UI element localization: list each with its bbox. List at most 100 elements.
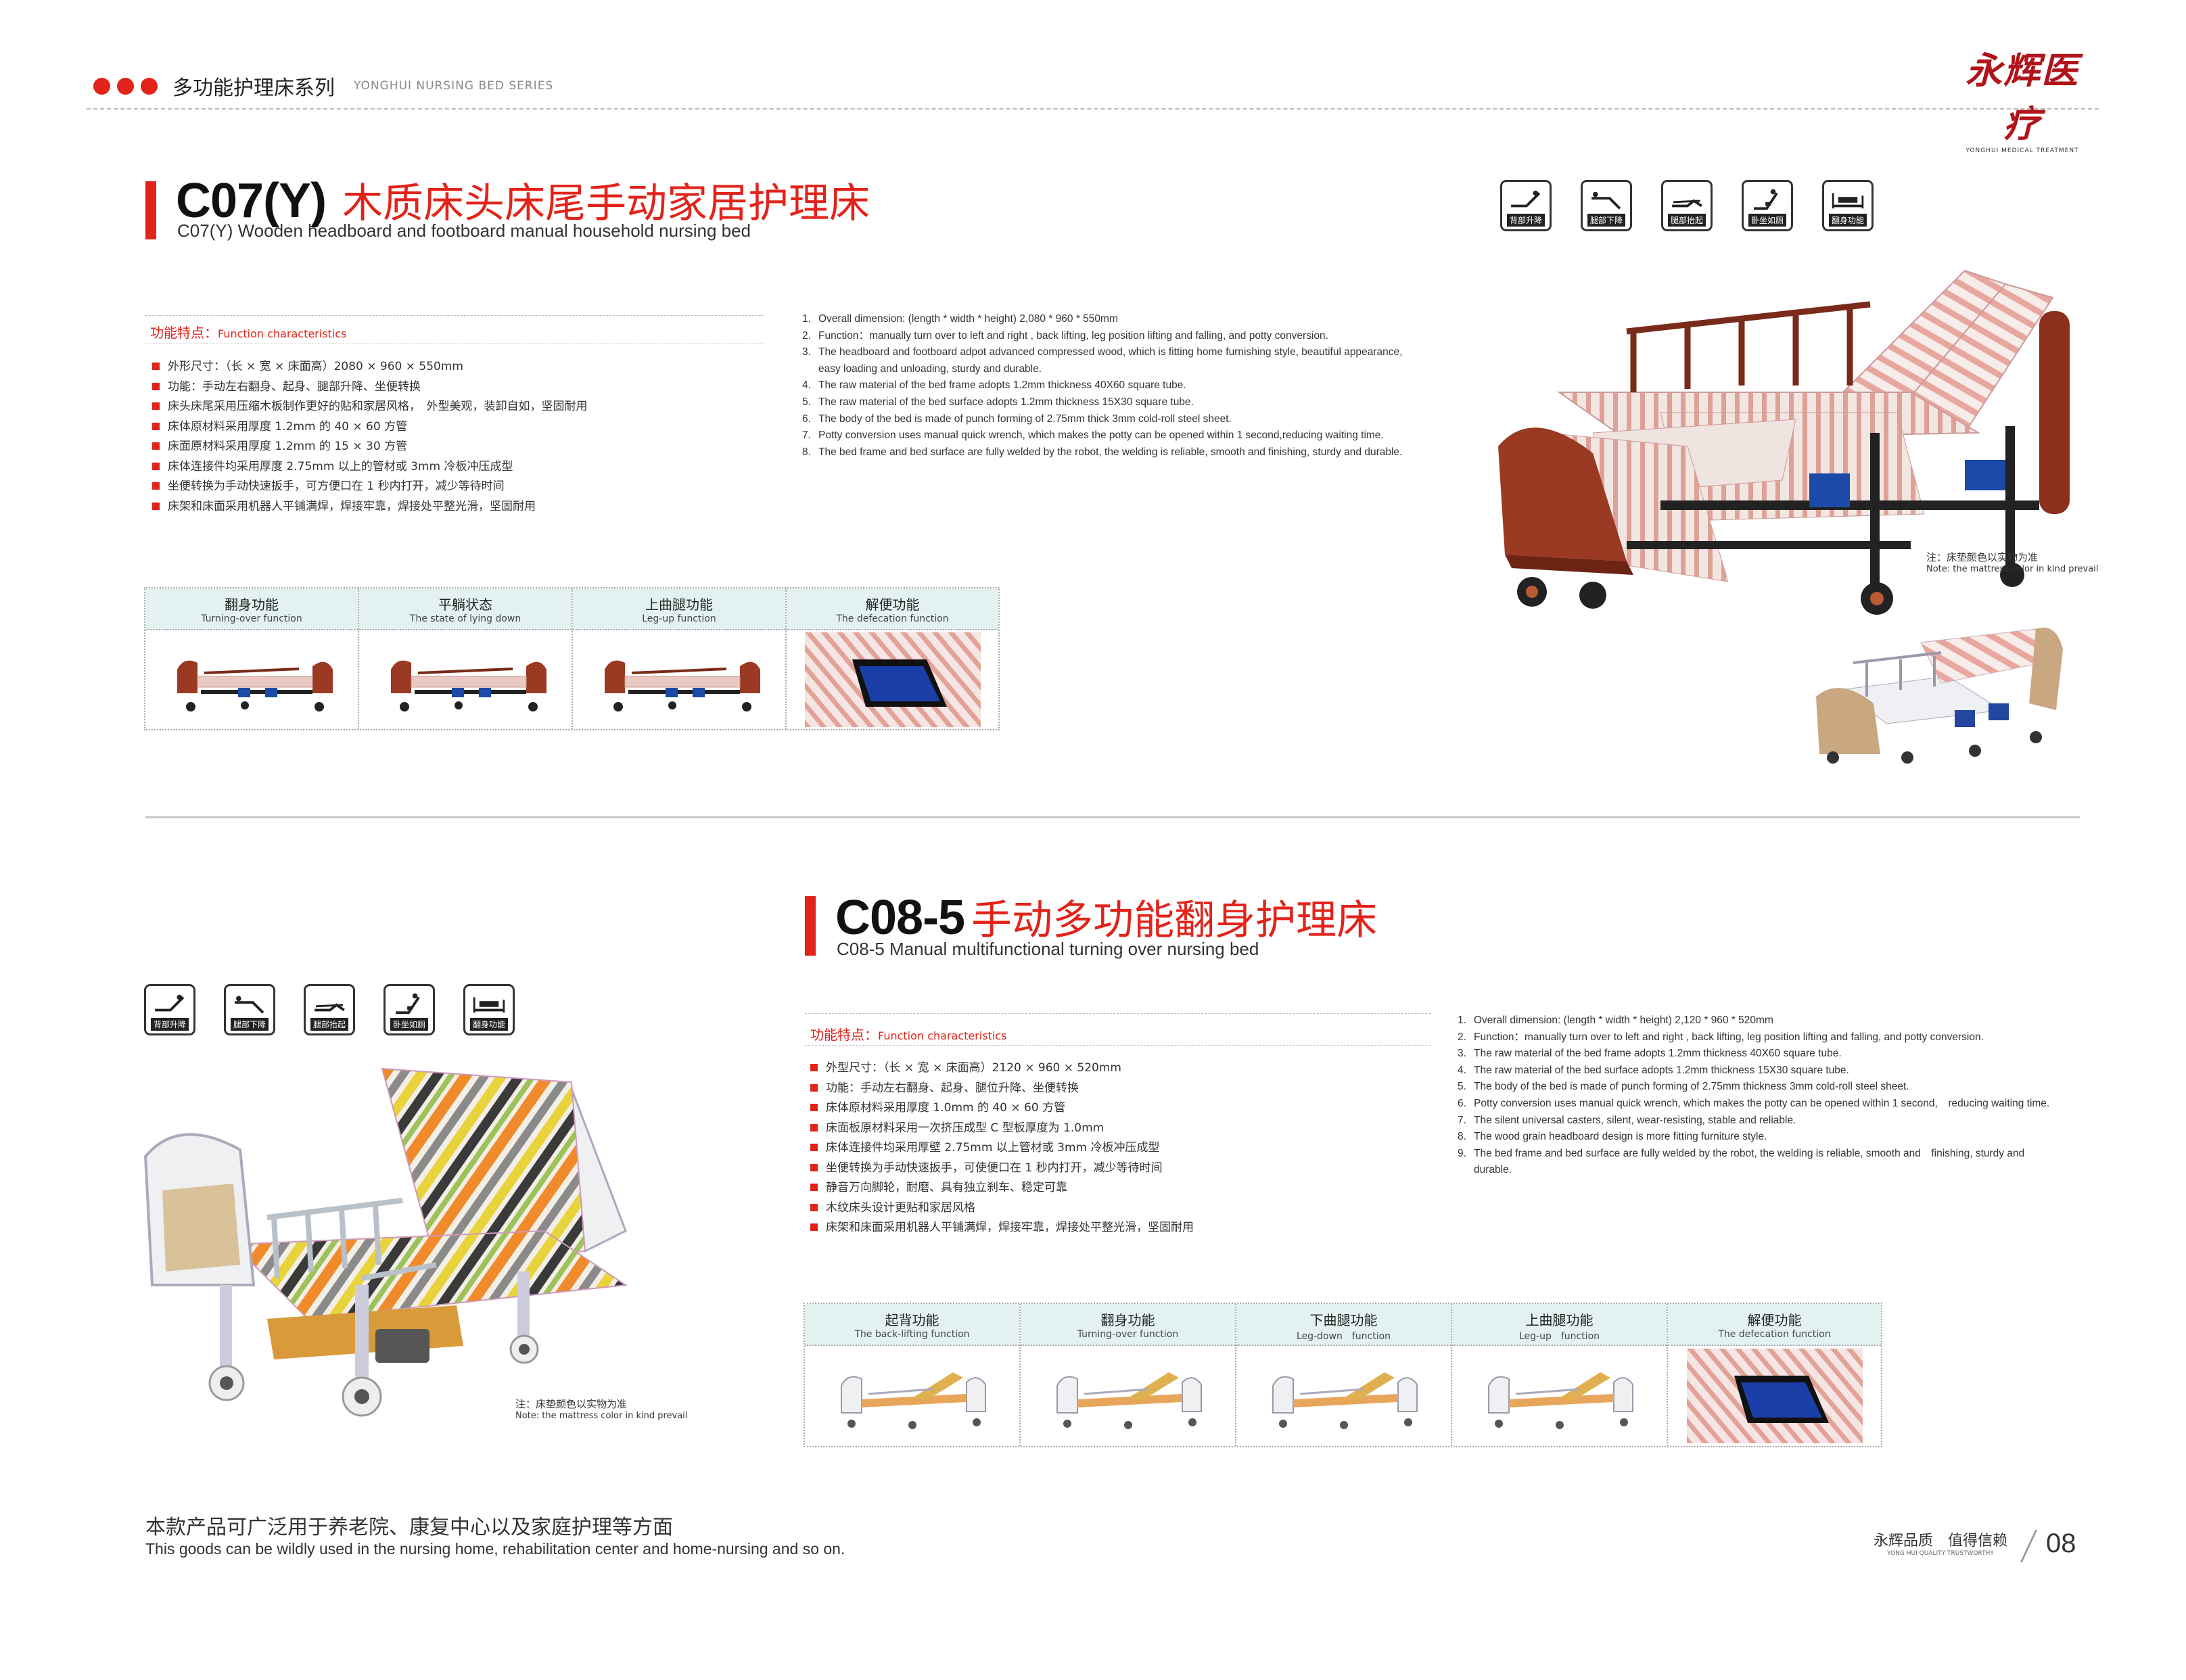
icon-label: 翻身功能: [469, 1018, 508, 1031]
feature-text: The silent universal casters, silent, we…: [1474, 1114, 1796, 1126]
product1-features-en: 1.Overall dimension: (length * width * h…: [802, 311, 1421, 461]
function-name-cn: 翻身功能: [1100, 1312, 1155, 1328]
logo-text: 永辉医疗: [1966, 49, 2079, 145]
page-number: 08: [2046, 1529, 2076, 1558]
page-separator: [2020, 1530, 2038, 1562]
function-name-cn: 平躺状态: [438, 597, 492, 613]
title-bar: [805, 896, 816, 956]
feature-item: 7.The silent universal casters, silent, …: [1458, 1113, 2053, 1129]
feature-number: 4.: [802, 379, 811, 392]
product1-bed-image: [1498, 269, 2070, 615]
product1-bed-secondary-image: [1816, 628, 2063, 764]
icon-label: 背部升降: [1506, 214, 1545, 227]
leg-up-icon: 腿部抬起: [1661, 180, 1713, 231]
feature-text: Potty conversion uses manual quick wrenc…: [1474, 1097, 2050, 1109]
icon-label: 腿部下降: [230, 1018, 269, 1031]
feature-item: 4. The raw material of the bed frame adop…: [802, 377, 1421, 394]
feature-item: 床架和床面采用机器人平铺满焊，焊接牢靠，焊接处平整光滑，坚固耐用: [152, 497, 761, 517]
feature-text: Function：manually turn over to left and …: [818, 329, 1328, 342]
feature-item: 8.The bed frame and bed surface are full…: [802, 444, 1421, 461]
icon-label: 背部升降: [150, 1018, 189, 1031]
header-divider: [87, 108, 2099, 110]
usage-cn: 本款产品可广泛用于养老院、康复中心以及家庭护理等方面: [145, 1516, 673, 1539]
feature-text: 静音万向脚轮，耐磨、具有独立刹车、稳定可靠: [826, 1181, 1067, 1194]
feature-text: Overall dimension: (length * width * hei…: [818, 313, 1118, 325]
function-image: [1021, 1346, 1235, 1446]
product2-title-cn: 手动多功能翻身护理床: [971, 897, 1378, 944]
feature-item: 7. Potty conversion uses manual quick wre…: [802, 427, 1421, 444]
footer-usage: 本款产品可广泛用于养老院、康复中心以及家庭护理等方面 This goods ca…: [145, 1510, 845, 1558]
function-name-cn: 解便功能: [865, 597, 920, 613]
feature-item: 床体连接件均采用厚壁 2.75mm 以上管材或 3mm 冷板冲压成型: [810, 1138, 1439, 1159]
feature-number: 4.: [1458, 1064, 1466, 1076]
function-image: [145, 630, 358, 729]
feature-text: Potty conversion uses manual quick wrenc…: [818, 429, 1384, 442]
feature-text: The raw material of the bed frame adopts…: [818, 379, 1186, 392]
feature-text: The headboard and footboard adpot advanc…: [818, 346, 1403, 375]
feature-text: The raw material of the bed surface adop…: [1474, 1064, 1849, 1076]
function-name-en: Leg-up function: [642, 613, 716, 624]
icon-label: 卧坐如厕: [390, 1018, 428, 1031]
feature-text: 床面原材料采用厚度 1.2mm 的 15 × 30 方管: [168, 440, 408, 453]
product2-bed-image: [143, 1067, 628, 1417]
feature-number: 3.: [802, 346, 811, 358]
note-en: Note: the mattress color in kind prevail: [515, 1411, 688, 1421]
feature-item: 床体连接件均采用厚度 2.75mm 以上的管材或 3mm 冷板冲压成型: [152, 457, 761, 477]
header-series: 多功能护理床系列 YONGHUI NURSING BED SERIES: [93, 71, 553, 101]
logo-subtext: YONGHUI MEDICAL TREATMENT: [1966, 147, 2079, 154]
feature-divider: [805, 1045, 1431, 1046]
brand-logo: 永辉医疗 YONGHUI MEDICAL TREATMENT: [1948, 41, 2097, 154]
function-name-en: Turning-over function: [1077, 1329, 1179, 1340]
function-name-cn: 翻身功能: [225, 597, 279, 613]
function-name-cn: 下曲腿功能: [1309, 1312, 1378, 1328]
feature-number: 5.: [1458, 1081, 1466, 1093]
function-image: [573, 630, 785, 729]
product2-features-en: 1.Overall dimension: (length * width * h…: [1458, 1012, 2053, 1179]
red-dot-icon: [93, 77, 110, 95]
feature-number: 7.: [802, 429, 811, 442]
turn-over-icon: 翻身功能: [1822, 180, 1874, 231]
red-dot-icon: [117, 77, 134, 95]
feature-item: 床面板原材料采用一次挤压成型 C 型板厚度为 1.0mm: [810, 1119, 1439, 1139]
feature-text: 木纹床头设计更贴和家居风格: [826, 1200, 975, 1215]
leg-up-icon: 腿部抬起: [304, 984, 355, 1035]
feature-heading-cn: 功能特点：: [810, 1027, 878, 1043]
feature-text: 功能：手动左右翻身、起身、腿部升降、坐便转换: [168, 379, 421, 394]
feature-item: 外型尺寸：（长 × 宽 × 床面高）2120 × 960 × 520mm: [810, 1058, 1439, 1079]
function-name-cn: 上曲腿功能: [1525, 1312, 1594, 1328]
leg-down-icon: 腿部下降: [1581, 180, 1632, 231]
feature-item: 床面原材料采用厚度 1.2mm 的 15 × 30 方管: [152, 437, 761, 457]
feature-text: 床体连接件均采用厚度 2.75mm 以上的管材或 3mm 冷板冲压成型: [168, 459, 513, 473]
function-name-cn: 解便功能: [1747, 1312, 1802, 1328]
feature-text: 外型尺寸：（长 × 宽 × 床面高）2120 × 960 × 520mm: [826, 1061, 1121, 1075]
feature-text: Function：manually turn over to left and …: [1474, 1031, 1984, 1043]
note-cn: 注：床垫颜色以实物为准: [1926, 551, 2039, 563]
feature-item: 5. The body of the bed is made of punch f…: [1458, 1079, 2053, 1096]
turn-over-icon: 翻身功能: [463, 984, 515, 1035]
toilet-sitting-icon: 卧坐如厕: [383, 984, 435, 1035]
function-header: 下曲腿功能 Leg-down function: [1236, 1304, 1451, 1346]
slogan-en: YONG HUI QUALITY TRUSTWORTHY: [1887, 1550, 1994, 1557]
feature-item: 1.Overall dimension: (length * width * h…: [1458, 1012, 2053, 1029]
series-subtitle: YONGHUI NURSING BED SERIES: [354, 79, 554, 93]
usage-en: This goods can be wildly used in the nur…: [145, 1540, 845, 1558]
feature-item: 床架和床面采用机器人平铺满焊，焊接牢靠，焊接处平整光滑，坚固耐用: [810, 1218, 1439, 1238]
feature-item: 8.The wood grain headboard design is mor…: [1458, 1129, 2053, 1146]
icon-label: 腿部抬起: [310, 1018, 348, 1031]
feature-text: The body of the bed is made of punch for…: [1474, 1081, 1909, 1093]
note-cn: 注：床垫颜色以实物为准: [515, 1398, 628, 1410]
feature-number: 2.: [802, 329, 811, 342]
feature-item: 3. The headboard and footboard adpot adva…: [802, 344, 1421, 377]
function-name-en: Leg-down function: [1296, 1331, 1391, 1342]
function-image: [1668, 1346, 1881, 1446]
function-name-en: The defecation function: [1718, 1329, 1831, 1340]
